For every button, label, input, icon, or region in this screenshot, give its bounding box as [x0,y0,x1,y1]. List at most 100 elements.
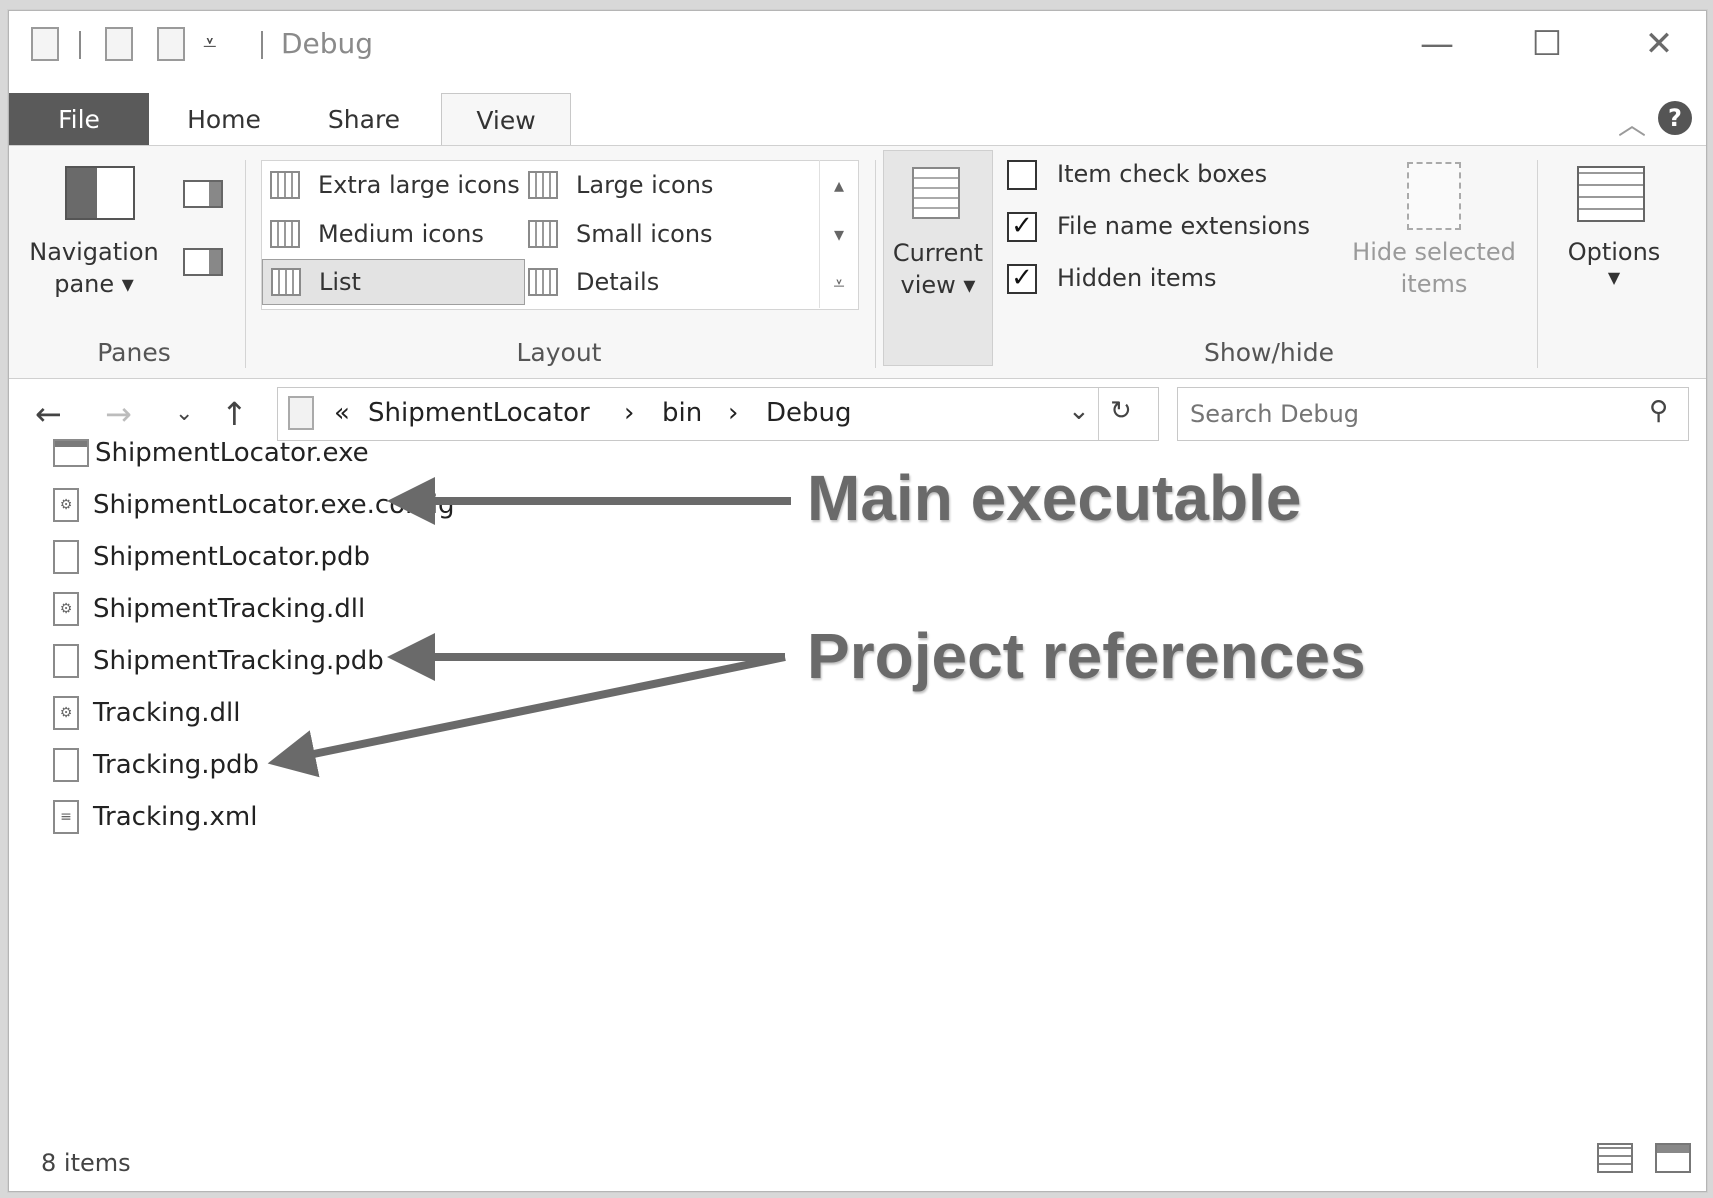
new-folder-icon[interactable] [157,27,185,61]
config-file-icon: ⚙ [53,488,79,522]
group-separator [245,160,246,368]
address-row: ← → ⌄ ↑ « ShipmentLocator › bin › Debug … [9,387,1706,443]
checkmark-doc-icon[interactable] [105,27,133,61]
collapse-ribbon-icon[interactable]: ︿ [1617,108,1646,141]
breadcrumb-bin[interactable]: bin [662,398,703,428]
address-dropdown-chevron-icon[interactable]: ⌄ [1068,396,1090,426]
group-separator [1537,160,1538,368]
window-title: Debug [281,27,374,60]
current-view-label: Current [892,239,984,267]
ribbon: Navigation pane ▾ Panes Extra large icon… [9,145,1706,379]
file-name-extensions-label: File name extensions [1057,212,1310,240]
hidden-items-label: Hidden items [1057,264,1217,292]
search-box[interactable]: ⚲ [1177,387,1689,441]
status-item-count: 8 items [41,1149,131,1177]
navigation-pane-label[interactable]: Navigation [29,238,159,266]
options-dropdown-icon[interactable]: ▼ [1607,268,1621,287]
layout-gallery-scroller: ▴ ▾ ⩡ [819,160,858,308]
current-view-dropdown: view ▾ [900,271,976,299]
search-icon[interactable]: ⚲ [1648,396,1668,426]
xml-file-icon: ≡ [53,800,79,834]
layout-medium-icons[interactable]: Medium icons [270,212,525,256]
recent-locations-chevron-icon[interactable]: ⌄ [175,401,194,426]
application-icon [53,439,89,467]
hide-selected-label: Hide selected [1352,238,1516,266]
help-icon[interactable]: ? [1658,101,1692,135]
customize-qat-icon[interactable]: ⩡ [203,29,217,57]
show-hide-group-label: Show/hide [1204,338,1334,367]
file-icon [53,540,79,574]
tracking-dll-arrow [267,653,786,778]
file-name-extensions-checkbox[interactable]: ✓ [1007,212,1037,242]
qat-separator [261,31,263,59]
properties-icon[interactable] [31,27,59,61]
preview-pane-icon[interactable] [183,180,223,208]
back-arrow-icon[interactable]: ← [35,395,62,433]
scroll-down-icon[interactable]: ▾ [833,221,845,246]
search-input[interactable] [1188,394,1612,434]
options-label[interactable]: Options [1567,238,1661,266]
breadcrumb-separator[interactable]: › [624,398,635,428]
gallery-more-icon[interactable]: ⩡ [833,270,845,295]
layout-large-icons[interactable]: Large icons [528,163,768,207]
navigation-pane-icon[interactable] [65,166,135,220]
details-pane-icon[interactable] [183,248,223,276]
tab-home[interactable]: Home [187,104,261,134]
ribbon-tabs: File Home Share View ︿ ? [9,81,1706,147]
breadcrumb-separator[interactable]: › [728,398,739,428]
list-item[interactable]: ShipmentLocator.pdb [53,535,370,579]
forward-arrow-icon[interactable]: → [105,395,132,433]
explorer-window: ⩡ Debug — ☐ ✕ File Home Share View ︿ ? N… [8,10,1707,1192]
large-icons-icon [528,171,558,199]
tab-file[interactable]: File [9,93,149,145]
list-item[interactable]: ≡Tracking.xml [53,795,257,839]
list-icon [271,268,301,296]
current-view-button[interactable]: Current view ▾ [883,150,993,366]
list-item[interactable]: ⚙Tracking.dll [53,691,240,735]
panes-group-label: Panes [97,338,171,367]
small-icons-icon [528,220,558,248]
layout-extra-large-icons[interactable]: Extra large icons [270,163,525,207]
annotation-arrows [267,477,791,778]
breadcrumb-debug[interactable]: Debug [766,398,852,428]
layout-group-label: Layout [516,338,602,367]
list-item[interactable]: ⚙ShipmentTracking.dll [53,587,365,631]
list-item[interactable]: ShipmentTracking.pdb [53,639,384,683]
navigation-pane-dropdown[interactable]: pane ▾ [54,270,134,298]
hidden-items-checkbox[interactable]: ✓ [1007,264,1037,294]
layout-gallery: Extra large icons Large icons Medium ico… [261,160,859,310]
large-icons-view-icon[interactable] [1655,1143,1691,1173]
qat-separator [79,31,81,59]
title-bar: ⩡ Debug — ☐ ✕ [9,11,1706,75]
address-bar[interactable]: « ShipmentLocator › bin › Debug ⌄ ↻ [277,387,1159,441]
item-check-boxes-label: Item check boxes [1057,160,1268,188]
file-icon [53,644,79,678]
address-separator [1098,388,1099,440]
tab-view[interactable]: View [441,93,571,146]
list-item[interactable]: Tracking.pdb [53,743,259,787]
layout-details[interactable]: Details [528,260,768,304]
breadcrumb-shipmentlocator[interactable]: ShipmentLocator [368,398,590,428]
project-references-annotation: Project references [807,620,1366,692]
folder-icon [288,396,314,430]
hide-selected-label-2: items [1400,270,1468,298]
tab-share[interactable]: Share [327,104,401,134]
layout-small-icons[interactable]: Small icons [528,212,768,256]
options-icon[interactable] [1577,166,1645,222]
details-icon [528,268,558,296]
group-separator [875,160,876,368]
file-icon [53,748,79,782]
up-arrow-icon[interactable]: ↑ [221,395,248,433]
extra-large-icons-icon [270,171,300,199]
main-executable-annotation: Main executable [807,462,1302,534]
details-view-icon[interactable] [1597,1143,1633,1173]
item-check-boxes-checkbox[interactable] [1007,160,1037,190]
refresh-icon[interactable]: ↻ [1110,396,1132,426]
minimize-button[interactable]: — [1420,24,1454,64]
layout-list[interactable]: List [262,259,525,305]
breadcrumb-overflow[interactable]: « [334,398,350,428]
list-item[interactable]: ShipmentLocator.exe [53,431,369,475]
close-button[interactable]: ✕ [1644,24,1674,64]
maximize-button[interactable]: ☐ [1531,24,1563,64]
scroll-up-icon[interactable]: ▴ [833,172,845,197]
